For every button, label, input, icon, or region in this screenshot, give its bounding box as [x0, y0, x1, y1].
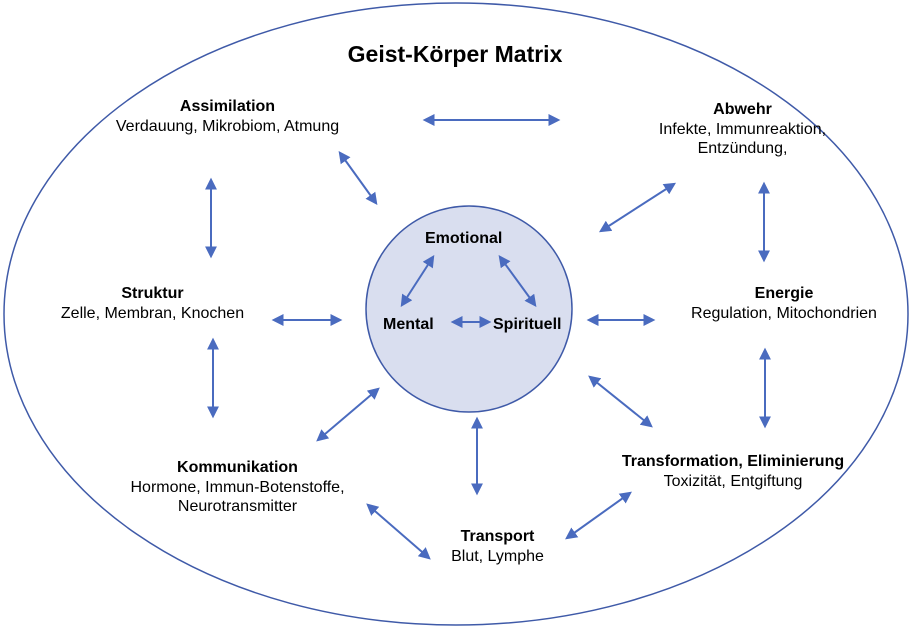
arrow-transformation-transport — [565, 491, 632, 540]
arrow-emotional-spirituell — [498, 255, 537, 307]
node-abwehr-title: Abwehr — [713, 101, 772, 118]
node-transport-line-1: Blut, Lymphe — [451, 547, 544, 565]
node-transformation: Transformation, Eliminierung Toxizität, … — [598, 452, 868, 491]
node-kommunikation-title: Kommunikation — [177, 459, 298, 476]
outer-ellipse — [3, 2, 909, 626]
node-transport-title: Transport — [460, 528, 535, 545]
arrow-abwehr-core — [598, 182, 677, 233]
node-transformation-line-1: Toxizität, Entgiftung — [663, 472, 803, 490]
arrow-kommunikation-transport — [366, 503, 431, 560]
node-struktur-title: Struktur — [121, 285, 184, 302]
node-struktur: Struktur Zelle, Membran, Knochen — [40, 284, 265, 323]
node-assimilation: Assimilation Verdauung, Mikrobiom, Atmun… — [90, 97, 365, 136]
node-abwehr-line-1: Infekte, Immunreaktion, — [658, 120, 827, 138]
node-kommunikation-line-2: Neurotransmitter — [177, 498, 298, 516]
node-assimilation-line-1: Verdauung, Mikrobiom, Atmung — [115, 117, 340, 135]
node-energie-title: Energie — [754, 285, 814, 302]
arrow-assimilation-core — [338, 151, 378, 205]
node-abwehr: Abwehr Infekte, Immunreaktion, Entzündun… — [630, 100, 855, 159]
arrow-emotional-mental — [400, 254, 435, 308]
node-kommunikation: Kommunikation Hormone, Immun-Botenstoffe… — [100, 458, 375, 517]
node-struktur-line-1: Zelle, Membran, Knochen — [60, 304, 245, 322]
arrow-group — [205, 114, 771, 560]
node-energie: Energie Regulation, Mitochondrien — [668, 284, 900, 323]
node-transformation-title: Transformation, Eliminierung — [621, 453, 845, 470]
core-spirituell: Spirituell — [493, 316, 562, 333]
core-mental: Mental — [383, 316, 434, 333]
node-assimilation-title: Assimilation — [179, 98, 276, 115]
node-transport: Transport Blut, Lymphe — [425, 527, 570, 566]
node-energie-line-1: Regulation, Mitochondrien — [691, 304, 877, 322]
node-abwehr-line-2: Entzündung, — [697, 140, 788, 158]
core-emotional: Emotional — [425, 230, 503, 247]
node-kommunikation-line-1: Hormone, Immun-Botenstoffe, — [130, 478, 345, 496]
diagram-title: Geist-Körper Matrix — [347, 41, 563, 67]
arrow-kommunikation-core — [316, 387, 380, 442]
arrow-core-transformation — [588, 375, 653, 428]
